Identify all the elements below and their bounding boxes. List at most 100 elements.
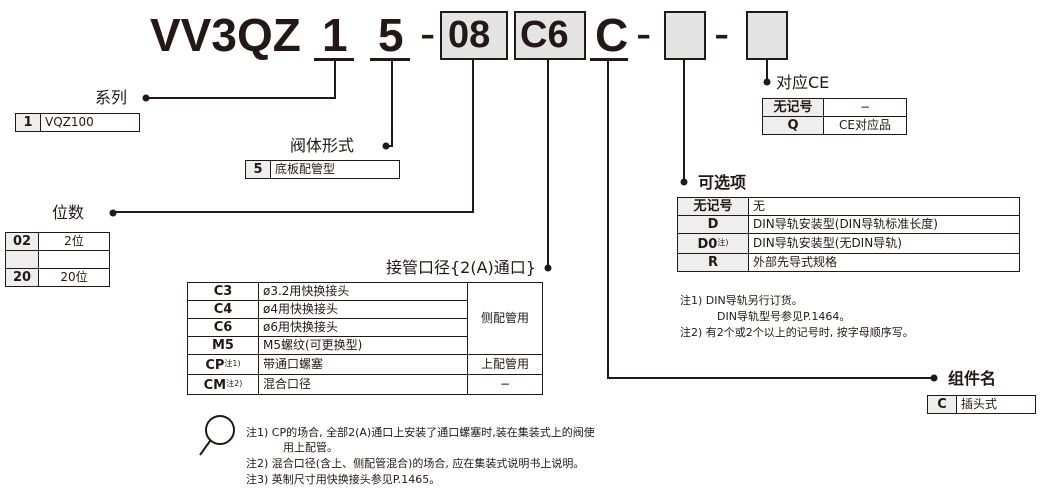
stations-value: 2位 — [38, 232, 110, 251]
table-row: R 外部先导式规格 — [677, 253, 1020, 272]
bottom-note-4: 注3) 英制尺寸用快换接头参见P.1465。 — [246, 473, 441, 486]
stations-key: 02 — [5, 232, 39, 251]
table-row: 20 20位 — [5, 268, 110, 287]
port-desc: 带通口螺塞 — [258, 354, 468, 375]
port-key: CP注1) — [187, 354, 259, 375]
option-box — [664, 11, 706, 60]
ce-value: − — [823, 98, 907, 117]
bottom-note-1: 注1) CP的场合, 全部2(A)通口上安装了通口螺塞时,装在集装式上的阀使 — [246, 426, 595, 439]
table-row: C3 ø3.2用快换接头 侧配管用 — [187, 282, 543, 355]
port-code-box — [440, 11, 508, 60]
options-note-1: 注1) DIN导轨另行订货。 — [680, 294, 803, 307]
port-desc: ø6用快换接头 — [258, 318, 468, 337]
table-row: CM注2) 混合口径 − — [187, 374, 543, 395]
ce-box — [746, 11, 788, 60]
stations-key: 20 — [5, 268, 39, 287]
assembly-value: 插头式 — [956, 395, 1036, 414]
port-desc: M5螺纹(可更换型) — [258, 336, 468, 355]
table-row: C6 ø6用快换接头 — [187, 318, 543, 337]
options-title: 可选项 — [698, 173, 747, 192]
magnifier-icon — [199, 415, 235, 456]
option-value: DIN导轨安装型(无DIN导轨) — [748, 233, 1020, 254]
model-prefix: VV3QZ — [150, 9, 301, 61]
table-row: D DIN导轨安装型(DIN导轨标准长度) — [677, 215, 1020, 234]
stations-key — [5, 250, 39, 269]
table-row: C 插头式 — [927, 395, 1036, 414]
series-key: 1 — [15, 113, 41, 132]
options-table: 无记号 无 D DIN导轨安装型(DIN导轨标准长度) D0注) DIN导轨安装… — [677, 197, 1020, 272]
port-key: C3 — [187, 282, 259, 301]
option-key: D0注) — [677, 233, 749, 254]
port-desc: ø4用快换接头 — [258, 300, 468, 319]
port-side-label: 侧配管用 — [467, 282, 543, 355]
assembly-leader — [607, 58, 935, 379]
ce-key: Q — [762, 116, 824, 135]
valve-body-leader — [385, 58, 393, 147]
options-note-3: 注2) 有2个或2个以上的记号时, 按字母顺序写。 — [680, 326, 914, 339]
port-none-label: − — [467, 374, 543, 395]
option-code-underline — [590, 58, 628, 61]
bottom-note-3: 注2) 混合口径(含上、侧配管混合)的场合, 应在集装式说明书上说明。 — [246, 457, 585, 470]
port-note: 注1) — [224, 359, 241, 368]
assembly-title: 组件名 — [948, 369, 997, 388]
ce-key: 无记号 — [762, 98, 824, 117]
table-row: 5 底板配管型 — [245, 160, 400, 179]
option-value: DIN导轨安装型(DIN导轨标准长度) — [748, 215, 1020, 234]
port-desc: ø3.2用快换接头 — [258, 282, 468, 301]
option-key: 无记号 — [677, 197, 749, 216]
series-digit: 1 — [322, 9, 348, 61]
port-size-table: C3 ø3.2用快换接头 侧配管用 C4 ø4用快换接头 C6 ø6用快换接头 … — [187, 282, 543, 395]
series-value: VQZ100 — [40, 113, 140, 132]
option-value: 无 — [748, 197, 1020, 216]
size-code-box — [514, 11, 586, 60]
valve-body-title: 阀体形式 — [290, 136, 355, 155]
valve-body-digit: 5 — [378, 9, 404, 61]
port-key: CM注2) — [187, 374, 259, 395]
series-digit-underline — [314, 58, 354, 61]
option-value: 外部先导式规格 — [748, 253, 1020, 272]
series-leader — [148, 58, 336, 99]
table-row: 1 VQZ100 — [15, 113, 140, 132]
bottom-note-2: 用上配管。 — [283, 441, 338, 454]
stations-leader — [110, 58, 474, 213]
table-row: Q CE对应品 — [762, 116, 907, 135]
ce-title: 对应CE — [776, 73, 830, 92]
port-code: 08 — [448, 14, 491, 56]
ce-table: 无记号 − Q CE对应品 — [762, 98, 907, 135]
table-row: 02 2位 — [5, 232, 110, 251]
size-code: C6 — [520, 14, 569, 56]
table-row: D0注) DIN导轨安装型(无DIN导轨) — [677, 233, 1020, 254]
table-row: 无记号 无 — [677, 197, 1020, 216]
option-note: 注) — [717, 238, 729, 247]
valve-body-digit-underline — [370, 58, 410, 61]
dash-1: - — [420, 7, 436, 59]
stations-title: 位数 — [52, 203, 85, 222]
port-size-title: 接管口径{2(A)通口} — [386, 258, 536, 277]
series-title: 系列 — [95, 88, 128, 107]
valve-body-value: 底板配管型 — [270, 160, 400, 179]
table-row: 无记号 − — [762, 98, 907, 117]
port-key: C4 — [187, 300, 259, 319]
dash-3: - — [714, 7, 730, 59]
port-top-label: 上配管用 — [467, 354, 543, 375]
stations-table: 02 2位 20 20位 — [5, 232, 110, 287]
table-row — [5, 250, 110, 269]
series-table: 1 VQZ100 — [15, 113, 140, 132]
port-desc: 混合口径 — [258, 374, 468, 395]
stations-value: 20位 — [38, 268, 110, 287]
ce-value: CE对应品 — [823, 116, 907, 135]
dash-2: - — [636, 7, 652, 59]
option-key: D — [677, 215, 749, 234]
option-key: R — [677, 253, 749, 272]
port-note: 注2) — [226, 379, 243, 388]
stations-value — [38, 250, 110, 269]
port-key: M5 — [187, 336, 259, 355]
port-key: C6 — [187, 318, 259, 337]
valve-body-key: 5 — [245, 160, 271, 179]
valve-body-table: 5 底板配管型 — [245, 160, 400, 179]
options-note-2: DIN导轨型号参见P.1464。 — [717, 310, 851, 323]
option-code: C — [595, 9, 629, 61]
assembly-table: C 插头式 — [927, 395, 1036, 414]
assembly-key: C — [927, 395, 957, 414]
